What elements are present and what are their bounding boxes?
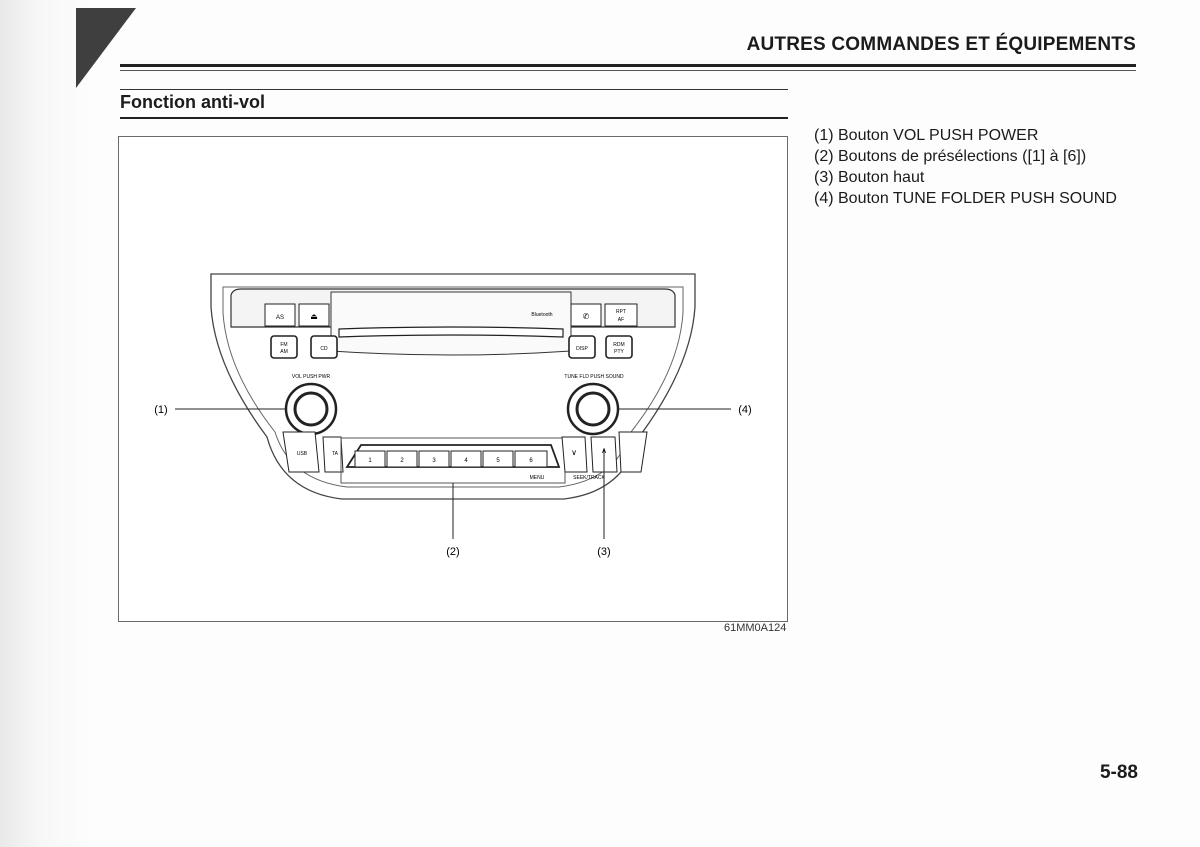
vol-knob-label: VOL PUSH PWR: [292, 374, 331, 380]
section-title: Fonction anti-vol: [120, 92, 265, 112]
preset-1-button[interactable]: [354, 450, 386, 468]
fm-am-button[interactable]: [270, 335, 298, 359]
rdm-pty-button[interactable]: [605, 335, 633, 359]
legend-list: (1) Bouton VOL PUSH POWER (2) Boutons de…: [814, 125, 1117, 209]
callout-1: (1): [154, 404, 167, 416]
callout-3: (3): [597, 546, 610, 558]
rdm-label: RDM: [613, 342, 624, 348]
callout-4: (4): [738, 404, 751, 416]
chevron-down-icon: ∨: [571, 448, 577, 457]
preset-4-label: 4: [464, 458, 468, 464]
ta-label: TA: [332, 451, 339, 457]
page-corner-shadow: [76, 8, 136, 88]
preset-2-label: 2: [400, 458, 404, 464]
radio-figure: AS ⏏ Bluetooth ✆ RPT AF FM AM CD DISP RD…: [118, 136, 788, 622]
preset-4-button[interactable]: [450, 450, 482, 468]
preset-1-label: 1: [368, 458, 372, 464]
am-label: AM: [280, 349, 288, 355]
figure-code: 61MM0A124: [724, 622, 787, 634]
cd-slot: [338, 326, 564, 338]
seek-down-button[interactable]: [561, 436, 588, 473]
header-rule-thin: [120, 70, 1136, 71]
cd-button[interactable]: [310, 335, 338, 359]
chapter-title: AUTRES COMMANDES ET ÉQUIPEMENTS: [746, 34, 1136, 55]
bluetooth-label: Bluetooth: [531, 312, 552, 318]
radio-illustration: AS ⏏ Bluetooth ✆ RPT AF FM AM CD DISP RD…: [154, 273, 752, 558]
right-side-button[interactable]: [618, 431, 648, 473]
menu-label: MENU: [530, 475, 545, 481]
rpt-af-button[interactable]: [604, 303, 638, 327]
console-bezel: [210, 273, 696, 500]
usb-button[interactable]: [282, 431, 320, 473]
section-rule-bottom: [120, 117, 788, 119]
tune-knob-cap: [575, 391, 611, 427]
vol-knob-cap: [293, 391, 329, 427]
header-rule: [120, 64, 1136, 67]
preset-3-button[interactable]: [418, 450, 450, 468]
callout-2: (2): [446, 546, 459, 558]
preset-6-button[interactable]: [514, 450, 548, 468]
disp-label: DISP: [576, 346, 588, 352]
preset-6-label: 6: [529, 458, 533, 464]
eject-button[interactable]: [298, 303, 330, 327]
cd-panel: [330, 291, 572, 356]
legend-item-3: (3) Bouton haut: [814, 169, 925, 186]
tune-knob-label: TUNE FLD PUSH SOUND: [564, 374, 624, 380]
cd-label: CD: [320, 346, 328, 352]
console-inner-bezel: [222, 286, 684, 488]
preset-buttons: 1 2 3 4 5 6: [354, 450, 548, 468]
as-button[interactable]: [264, 303, 296, 327]
pty-label: PTY: [614, 349, 624, 355]
fm-label: FM: [280, 342, 287, 348]
seek-track-label: SEEK/TRACK: [573, 475, 605, 481]
page-number: 5-88: [1099, 762, 1138, 783]
section-rule-top: [120, 89, 788, 90]
preset-2-button[interactable]: [386, 450, 418, 468]
af-label: AF: [618, 317, 624, 323]
disp-button[interactable]: [568, 335, 596, 359]
legend-item-2: (2) Boutons de présélections ([1] à [6]): [814, 148, 1087, 165]
preset-5-button[interactable]: [482, 450, 514, 468]
as-label: AS: [276, 315, 284, 321]
legend-item-4: (4) Bouton TUNE FOLDER PUSH SOUND: [814, 190, 1117, 207]
usb-label: USB: [297, 451, 308, 457]
rpt-label: RPT: [616, 309, 626, 315]
eject-icon: ⏏: [310, 312, 318, 321]
phone-icon: ✆: [583, 312, 590, 321]
preset-5-label: 5: [496, 458, 500, 464]
mute-phone-button[interactable]: [570, 303, 602, 327]
legend-item-1: (1) Bouton VOL PUSH POWER: [814, 127, 1039, 144]
preset-3-label: 3: [432, 458, 436, 464]
ta-button[interactable]: [322, 436, 344, 473]
